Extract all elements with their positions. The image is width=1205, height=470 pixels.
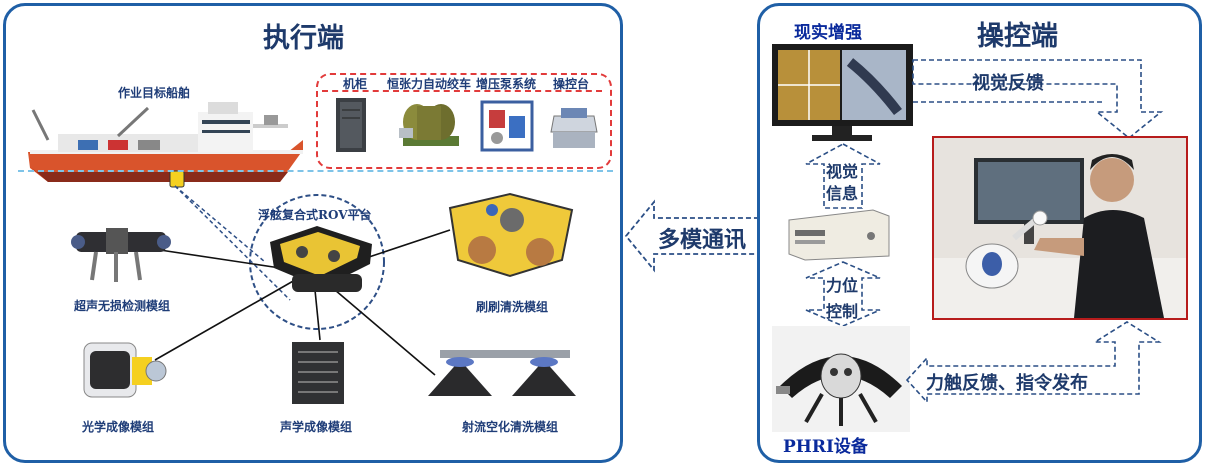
equipment-label-cabinet: 机柜 xyxy=(343,77,368,91)
acoustic-module-image xyxy=(292,342,344,404)
jet-module-label: 射流空化清洗模组 xyxy=(462,420,559,434)
visual-info-label-line2: 信息 xyxy=(826,184,859,203)
equipment-label-console: 操控台 xyxy=(553,77,590,91)
visual-feedback-arrow xyxy=(912,59,1164,140)
ar-monitor xyxy=(772,44,913,141)
control-panel-title: 操控端 xyxy=(977,21,1058,52)
force-feedback-arrow xyxy=(905,321,1162,404)
pump-image xyxy=(480,100,534,152)
optical-module-label: 光学成像模组 xyxy=(82,420,155,434)
rov-label: 浮舷复合式ROV平台 xyxy=(258,208,372,222)
operator-photo-frame xyxy=(932,136,1188,320)
equipment-label-pump: 增压泵系统 xyxy=(476,77,537,91)
visual-info-arrow xyxy=(805,143,881,209)
equipment-divider xyxy=(322,90,602,92)
visual-info-label-line1: 视觉 xyxy=(826,162,859,181)
ultrasonic-module-image xyxy=(71,228,171,282)
ship-label: 作业目标船舶 xyxy=(118,86,191,100)
computer-image xyxy=(788,209,890,261)
brush-module-image xyxy=(448,192,574,278)
optical-module-image xyxy=(83,342,167,398)
operator-photo xyxy=(934,138,1186,318)
console-image xyxy=(550,108,598,148)
winch-image xyxy=(399,104,459,146)
equipment-box xyxy=(316,73,612,169)
communication-label: 多模通讯 xyxy=(658,227,747,253)
ar-label: 现实增强 xyxy=(794,23,862,43)
rov-image xyxy=(270,226,372,292)
water-line xyxy=(18,170,613,172)
phri-label: PHRI设备 xyxy=(783,437,868,457)
jet-module-image xyxy=(428,350,576,396)
rov-connections xyxy=(154,185,451,376)
brush-module-label: 刷刷清洗模组 xyxy=(476,300,549,314)
phri-device-image xyxy=(772,326,910,432)
acoustic-module-label: 声学成像模组 xyxy=(280,420,353,434)
force-position-label-line1: 力位 xyxy=(826,276,859,295)
execution-panel-title: 执行端 xyxy=(263,23,344,54)
force-position-label-line2: 控制 xyxy=(826,302,859,321)
ultrasonic-module-label: 超声无损检测模组 xyxy=(74,299,171,313)
visual-feedback-label: 视觉反馈 xyxy=(972,73,1044,94)
cabinet-image xyxy=(336,98,366,152)
equipment-label-winch: 恒张力自动绞车 xyxy=(387,77,472,91)
force-feedback-label: 力触反馈、指令发布 xyxy=(926,373,1088,394)
